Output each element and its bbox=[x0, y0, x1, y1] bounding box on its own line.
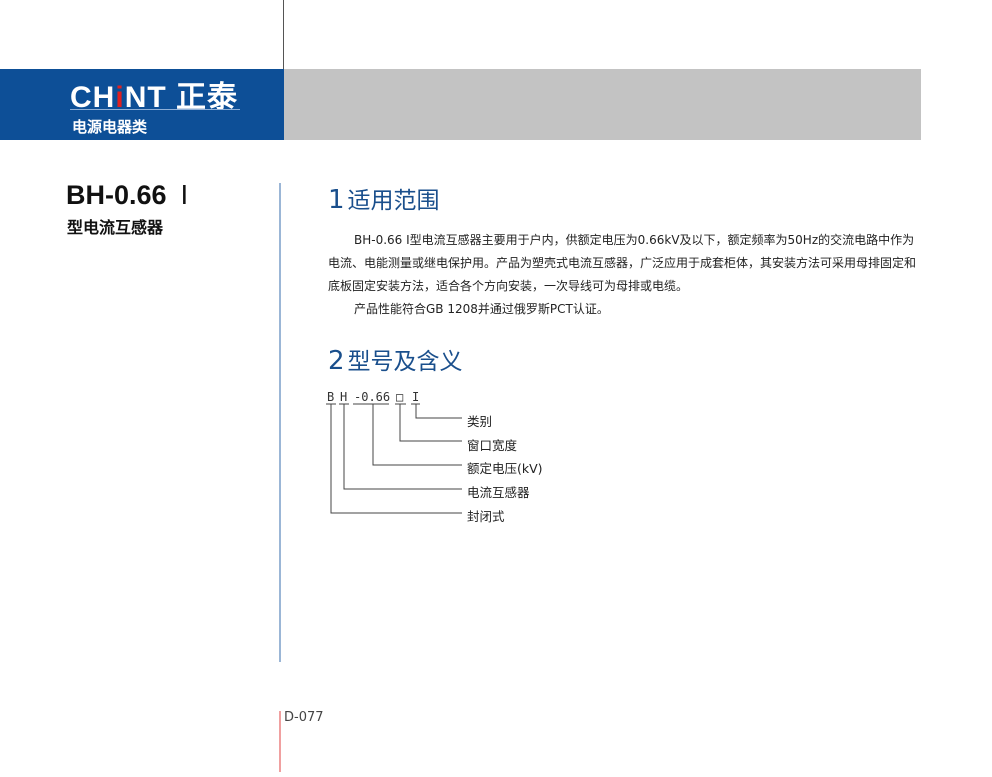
code-part-window: □ bbox=[396, 390, 404, 404]
gray-header-band bbox=[284, 69, 921, 140]
code-part-voltage: -0.66 bbox=[354, 390, 391, 404]
logo-rule bbox=[70, 109, 240, 110]
label-rated-voltage: 额定电压(kV) bbox=[467, 461, 543, 476]
label-enclosed: 封闭式 bbox=[467, 509, 505, 524]
paragraph: BH-0.66 Ⅰ型电流互感器主要用于户内，供额定电压为0.66kV及以下，额定… bbox=[328, 233, 917, 293]
code-part-class: I bbox=[412, 390, 420, 404]
brand-header-band bbox=[0, 69, 284, 140]
page-number: D-077 bbox=[284, 710, 324, 725]
label-class: 类别 bbox=[467, 414, 493, 429]
paragraph: 产品性能符合GB 1208并通过俄罗斯PCT认证。 bbox=[354, 302, 609, 316]
product-subtitle: 型电流互感器 bbox=[67, 218, 164, 237]
label-window-width: 窗口宽度 bbox=[467, 438, 518, 453]
top-divider bbox=[283, 0, 284, 69]
category-label: 电源电器类 bbox=[72, 118, 148, 136]
column-divider bbox=[279, 183, 281, 662]
code-part-h: H bbox=[340, 390, 348, 404]
footer-marker bbox=[279, 711, 281, 772]
scope-text: BH-0.66 Ⅰ型电流互感器主要用于户内，供额定电压为0.66kV及以下，额定… bbox=[328, 229, 918, 321]
chint-logo: CHiNT 正泰 bbox=[70, 81, 239, 114]
label-current-transformer: 电流互感器 bbox=[467, 485, 530, 500]
code-part-b: B bbox=[327, 390, 335, 404]
